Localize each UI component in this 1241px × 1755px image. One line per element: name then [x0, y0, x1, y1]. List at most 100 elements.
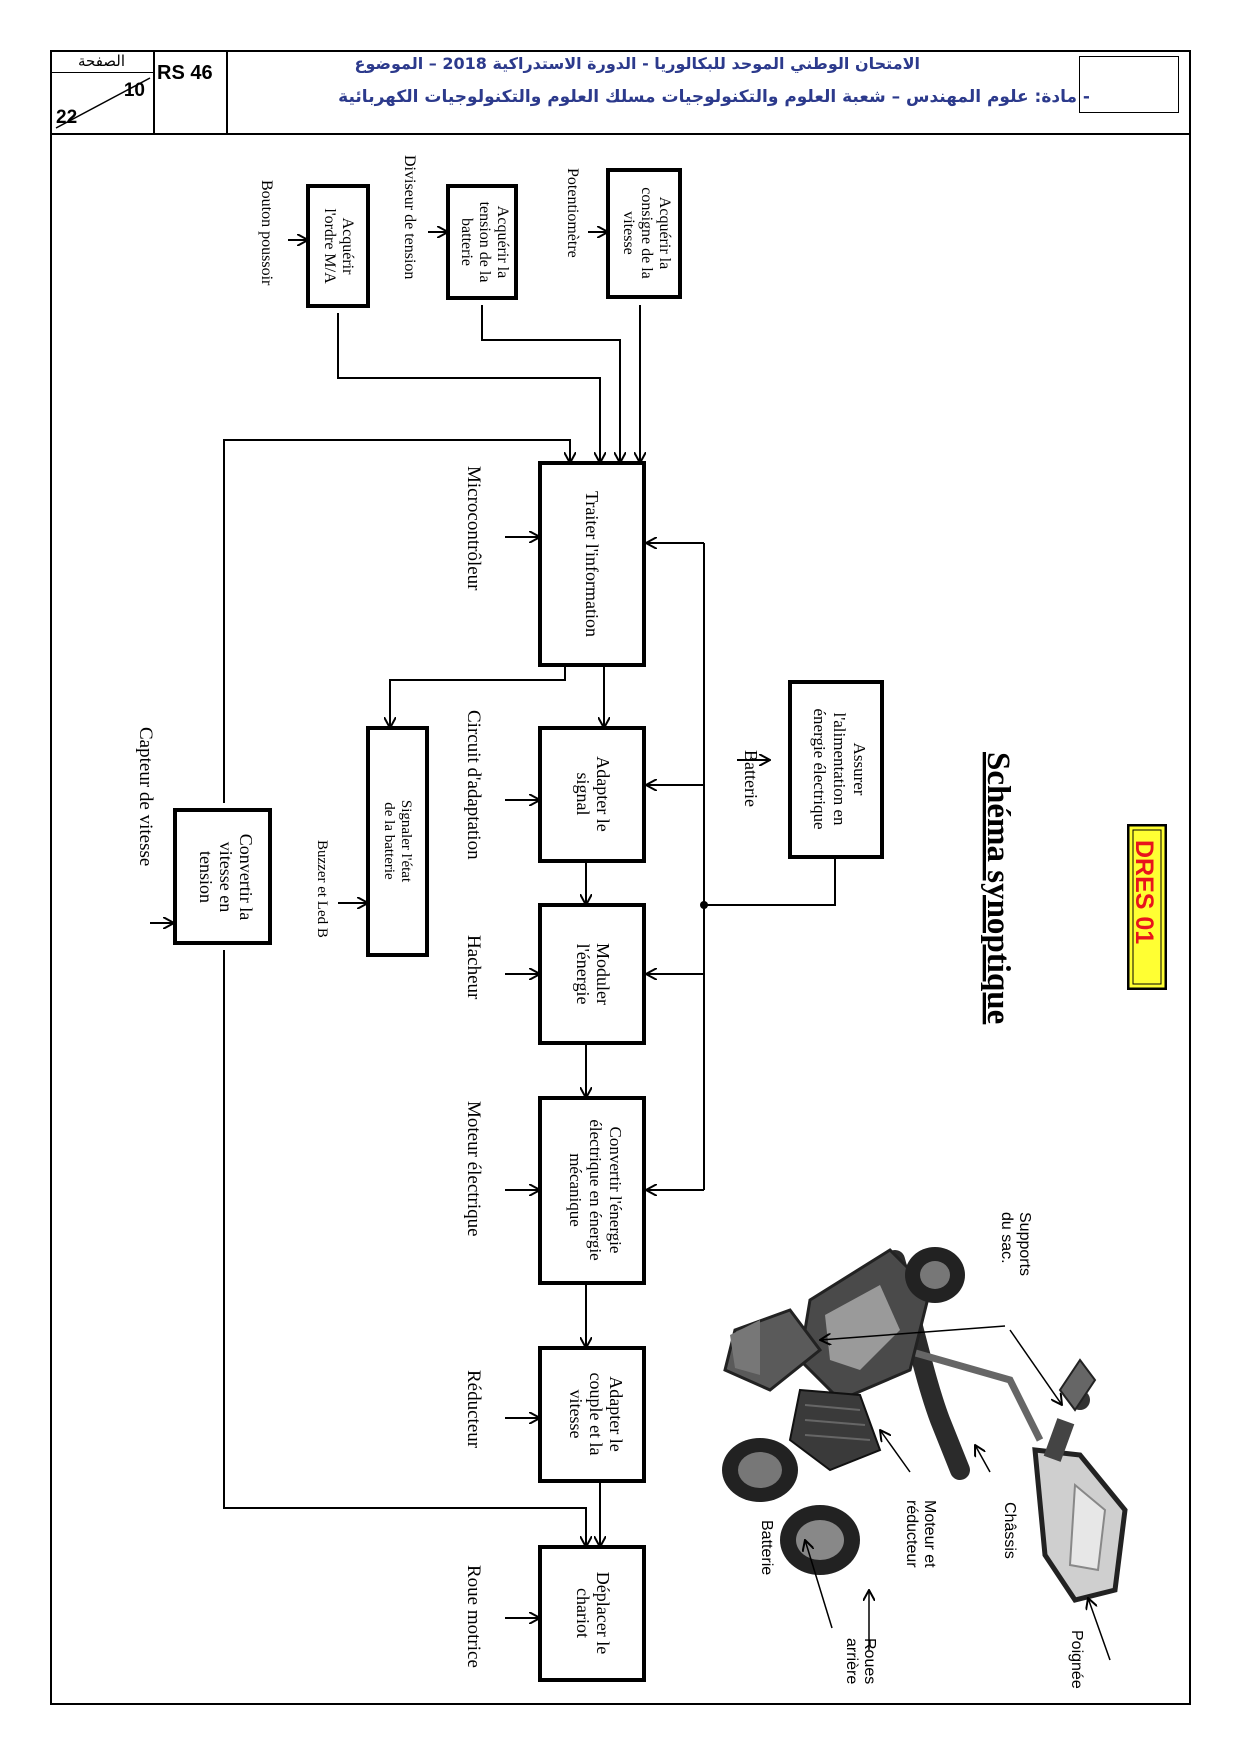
label-buzzer: Buzzer et Led B	[314, 840, 330, 938]
subject-code-box: RS 46	[153, 50, 228, 133]
svg-text:Convertir lavitesse entension: Convertir lavitesse entension	[196, 834, 256, 920]
fn-adapter-signal-1: Adapter le	[593, 756, 613, 831]
fn-acq-tension-2: tension de la	[476, 202, 493, 283]
fn-convertir-energie-1: Convertir l'énergie	[606, 1127, 625, 1254]
photo-label-roues-1: Roues	[861, 1638, 878, 1684]
chariot-photo	[722, 1247, 1128, 1603]
fn-adapter-signal-2: signal	[573, 773, 593, 816]
connection-lines	[150, 232, 836, 1618]
fn-acq-consigne-3: vitesse	[620, 211, 637, 255]
photo-label-moteur-1: Moteur et	[921, 1500, 938, 1568]
fn-convertir-energie-3: mécanique	[566, 1153, 585, 1227]
photo-label-supports-2: du sac.	[998, 1212, 1015, 1264]
fn-acq-ordre-2: l'ordre M/A	[321, 208, 338, 284]
exam-title-line1: الامتحان الوطني الموحد للبكالوريا - الدو…	[354, 54, 920, 73]
function-boxes	[173, 168, 884, 1682]
label-reducteur: Réducteur	[463, 1370, 484, 1449]
svg-text:Acquérirl'ordre M/A: Acquérirl'ordre M/A	[321, 208, 356, 284]
fn-assurer-1: Assurer	[850, 743, 869, 796]
fn-adapter-couple-3: vitesse	[566, 1390, 586, 1439]
label-bouton: Bouton poussoir	[258, 180, 275, 286]
doc-badge: DRES 01	[1127, 824, 1167, 990]
page-number: 10	[123, 80, 145, 101]
svg-text:Supportsdu sac.: Supportsdu sac.	[998, 1212, 1033, 1276]
label-capteur: Capteur de vitesse	[135, 727, 156, 866]
fn-signaler-2: de la batterie	[381, 802, 397, 880]
fn-adapter-couple-1: Adapter le	[606, 1376, 626, 1451]
box-deplacer	[538, 1545, 646, 1682]
fn-acq-consigne-2: consigne de la	[638, 187, 655, 279]
component-labels: Potentiomètre Diviseur de tension Bouton…	[135, 155, 761, 1668]
fn-acq-tension-3: batterie	[458, 218, 475, 266]
svg-text:Acquérir latension de labatter: Acquérir latension de labatterie	[458, 202, 511, 283]
photo-label-batterie: Batterie	[758, 1520, 775, 1575]
svg-text:Rouesarrière: Rouesarrière	[843, 1638, 878, 1684]
box-acq-consigne	[606, 168, 682, 299]
page-frame	[50, 50, 1191, 1705]
svg-text:Adapter lecouple et lavitesse: Adapter lecouple et lavitesse	[566, 1373, 626, 1456]
box-convertir-vitesse	[173, 808, 272, 945]
svg-text:Traiter l'information: Traiter l'information	[582, 491, 602, 637]
fn-convertir-vitesse-2: vitesse en	[216, 842, 236, 912]
page-label: الصفحة	[50, 52, 153, 73]
box-acq-tension	[446, 184, 518, 300]
label-circuit-adaptation: Circuit d'adaptation	[463, 710, 484, 860]
label-moteur: Moteur électrique	[463, 1101, 484, 1237]
page-total: 22	[56, 107, 78, 128]
label-microcontroleur: Microcontrôleur	[463, 466, 484, 591]
box-traiter	[538, 461, 646, 667]
page-header: الصفحة 10 22 RS 46 الامتحان الوطني الموح…	[50, 50, 1191, 135]
label-batterie: Batterie	[741, 750, 761, 807]
label-roue: Roue motrice	[463, 1565, 484, 1668]
fn-deplacer-1: Déplacer le	[593, 1572, 613, 1654]
diagram-heading: Schéma synoptique	[980, 752, 1016, 1024]
svg-text:Modulerl'énergie: Modulerl'énergie	[573, 943, 613, 1005]
svg-text:Signaler l'étatde la batterie: Signaler l'étatde la batterie	[381, 800, 414, 883]
fn-signaler-1: Signaler l'état	[398, 800, 414, 883]
box-signaler	[366, 726, 429, 957]
fn-assurer-2: l'alimentation en	[830, 712, 849, 826]
svg-text:Convertir l'énergieélectrique: Convertir l'énergieélectrique en énergie…	[566, 1119, 625, 1260]
fn-acq-tension-1: Acquérir la	[494, 206, 511, 278]
fn-adapter-couple-2: couple et la	[586, 1373, 606, 1456]
fn-acq-ordre-1: Acquérir	[339, 218, 356, 276]
photo-label-chassis: Châssis	[1001, 1502, 1018, 1559]
page-divider	[55, 77, 151, 129]
fn-convertir-vitesse-1: Convertir la	[236, 834, 256, 920]
svg-text:Déplacer lechariot: Déplacer lechariot	[573, 1572, 613, 1654]
svg-text:Adapter lesignal: Adapter lesignal	[573, 756, 613, 831]
box-convertir-energie	[538, 1096, 646, 1285]
box-assurer	[788, 680, 884, 859]
box-adapter-couple	[538, 1346, 646, 1483]
fn-convertir-vitesse-3: tension	[196, 851, 216, 903]
function-texts: Acquérir laconsigne de lavitesse Acquéri…	[196, 187, 869, 1654]
subject-code: RS 46	[157, 62, 213, 84]
label-hacheur: Hacheur	[463, 935, 484, 1000]
photo-labels: Supportsdu sac. Poignée Châssis Moteur e…	[758, 1212, 1085, 1689]
photo-label-supports-1: Supports	[1016, 1212, 1033, 1276]
blank-box	[1079, 56, 1179, 113]
junction-dot	[700, 901, 708, 909]
box-adapter-signal	[538, 726, 646, 863]
fn-assurer-3: énergie électrique	[810, 709, 829, 830]
svg-text:Moteur etréducteur: Moteur etréducteur	[903, 1500, 938, 1568]
photo-label-poignee: Poignée	[1068, 1630, 1085, 1689]
fn-moduler-2: l'énergie	[573, 944, 593, 1005]
label-potentiometre: Potentiomètre	[564, 168, 581, 258]
photo-label-roues-2: arrière	[843, 1638, 860, 1684]
svg-text:Acquérir laconsigne de lavites: Acquérir laconsigne de lavitesse	[620, 187, 673, 279]
fn-convertir-energie-2: électrique en énergie	[586, 1119, 605, 1260]
fn-deplacer-2: chariot	[573, 1588, 593, 1638]
exam-titles: الامتحان الوطني الموحد للبكالوريا - الدو…	[240, 54, 1090, 107]
exam-title-line2: - مادة: علوم المهندس – شعبة العلوم والتك…	[338, 87, 1090, 107]
photo-label-moteur-2: réducteur	[903, 1500, 920, 1568]
fn-traiter: Traiter l'information	[582, 491, 602, 637]
fn-moduler-1: Moduler	[593, 943, 613, 1005]
label-diviseur: Diviseur de tension	[401, 155, 418, 279]
doc-badge-text: DRES 01	[1130, 840, 1158, 944]
page-number-box: الصفحة 10 22	[50, 50, 155, 133]
box-moduler	[538, 903, 646, 1045]
svg-text:Assurerl'alimentation enénergi: Assurerl'alimentation enénergie électriq…	[810, 709, 869, 830]
photo-callouts	[805, 1325, 1111, 1661]
